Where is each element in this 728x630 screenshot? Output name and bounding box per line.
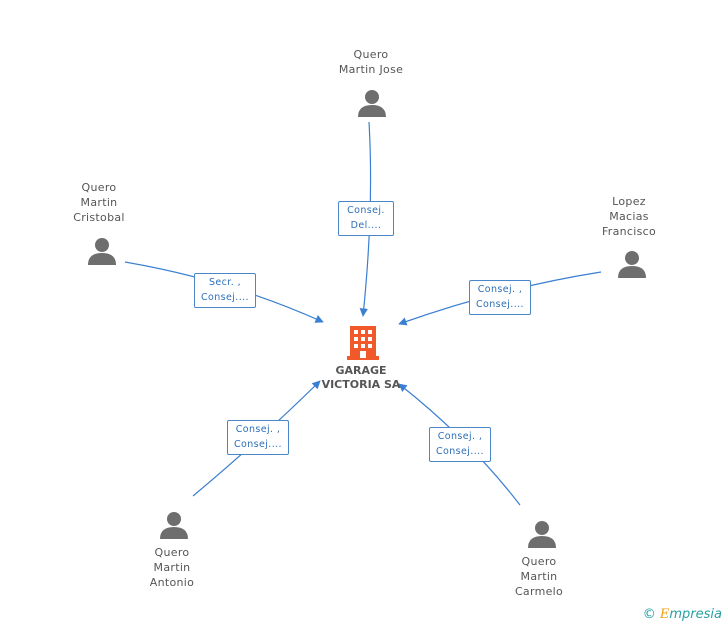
relation-label-cristobal[interactable]: Secr. , Consej....: [194, 273, 256, 308]
person-icon[interactable]: [159, 510, 189, 540]
person-icon[interactable]: [87, 236, 117, 266]
brand-name: mpresia: [669, 607, 722, 622]
person-icon[interactable]: [357, 88, 387, 118]
relation-label-carmelo[interactable]: Consej. , Consej....: [429, 427, 491, 462]
person-name-francisco[interactable]: Lopez Macias Francisco: [601, 195, 657, 238]
person-name-jose[interactable]: Quero Martin Jose: [338, 48, 404, 76]
person-name-carmelo[interactable]: Quero Martin Carmelo: [514, 555, 564, 598]
relation-label-antonio[interactable]: Consej. , Consej....: [227, 420, 289, 455]
person-name-cristobal[interactable]: Quero Martin Cristobal: [73, 181, 125, 224]
empresia-logo[interactable]: © Empresia: [643, 607, 722, 622]
brand-initial: E: [659, 607, 670, 622]
person-name-antonio[interactable]: Quero Martin Antonio: [149, 546, 195, 589]
relation-label-jose[interactable]: Consej. Del....: [338, 201, 394, 236]
person-icon[interactable]: [527, 519, 557, 549]
building-icon[interactable]: [347, 324, 379, 360]
person-icon[interactable]: [617, 249, 647, 279]
company-name[interactable]: GARAGE VICTORIA SA: [321, 364, 401, 391]
relation-label-francisco[interactable]: Consej. , Consej....: [469, 280, 531, 315]
copyright-symbol: ©: [642, 607, 656, 622]
